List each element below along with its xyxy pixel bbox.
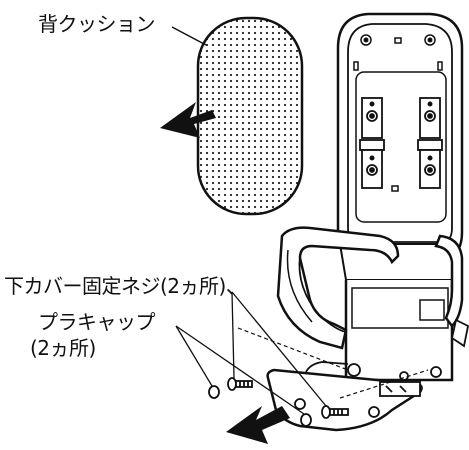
armrest-handle [276,226,469,350]
alignment-lines [237,327,429,399]
removal-arrow-icon [226,406,290,444]
back-cushion-leader [171,26,207,46]
mount-bracket-right [417,97,443,189]
label-lower-cover-screw: 下カバー固定ネジ(2ヵ所)、 [4,274,246,298]
screw-left [227,377,253,391]
frame-screws [353,34,443,192]
mount-bracket-left [359,97,385,189]
cap-leaders [175,325,305,415]
removal-arrow-icon [160,102,216,138]
label-plastic-cap-count: (2ヵ所) [30,336,96,360]
lower-frame [338,243,457,382]
cover-attachment [347,363,442,397]
label-back-cushion: 背クッション [38,12,156,36]
plastic-cap-right [300,413,312,427]
back-frame [336,12,464,254]
screw-leaders [231,291,327,407]
label-plastic-cap: プラキャップ [38,310,156,334]
plastic-cap-left [208,385,220,399]
